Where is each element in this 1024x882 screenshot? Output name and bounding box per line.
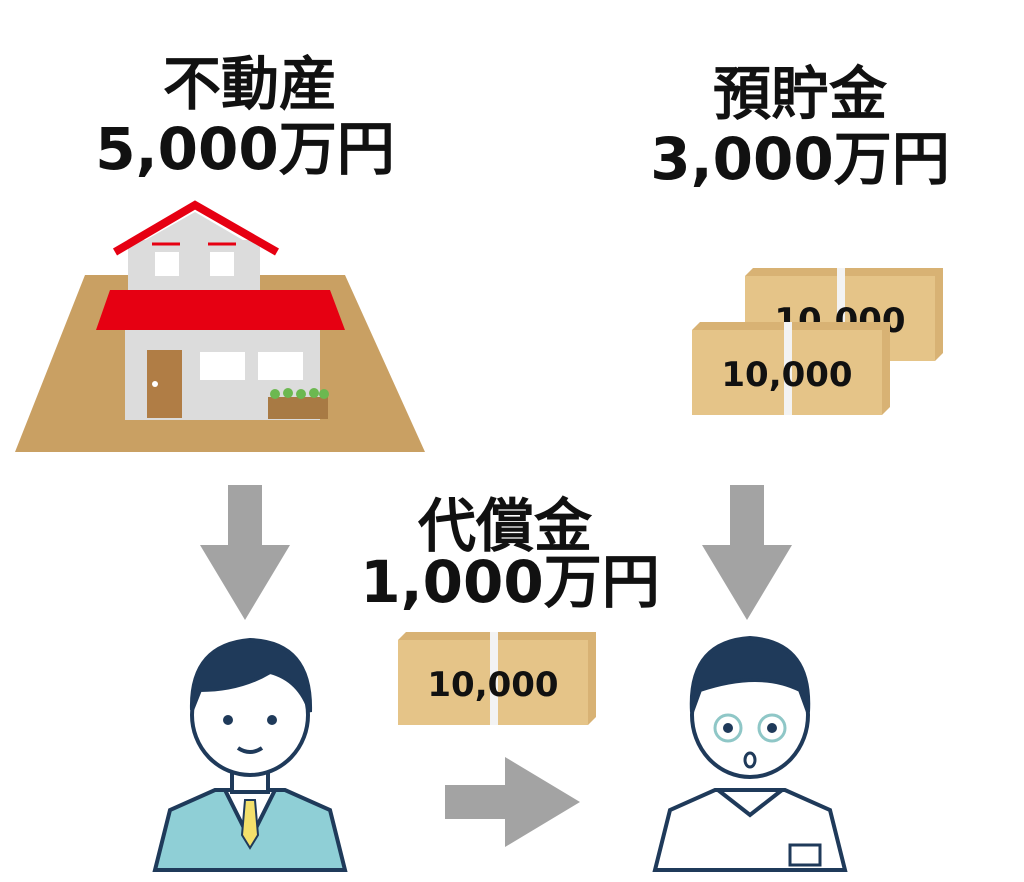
arrow-down-left: [200, 485, 290, 620]
compensation-amount: 1,000万円: [360, 548, 660, 616]
bundle-label: 10,000: [721, 355, 852, 395]
bundle-label: 10,000: [427, 665, 558, 705]
house-illustration: [15, 200, 425, 452]
money-bundle-front: 10,000: [692, 322, 890, 415]
heir-right: [652, 635, 848, 872]
heir-left-suit: [152, 637, 348, 872]
money-bundle-compensation: 10,000: [398, 632, 596, 725]
arrow-down-right: [702, 485, 792, 620]
compensation-title: 代償金: [417, 492, 592, 560]
realestate-title: 不動産: [162, 50, 337, 118]
savings-amount: 3,000万円: [650, 125, 950, 193]
realestate-amount: 5,000万円: [95, 115, 395, 183]
arrow-right: [445, 757, 580, 847]
savings-title: 預貯金: [712, 60, 887, 128]
